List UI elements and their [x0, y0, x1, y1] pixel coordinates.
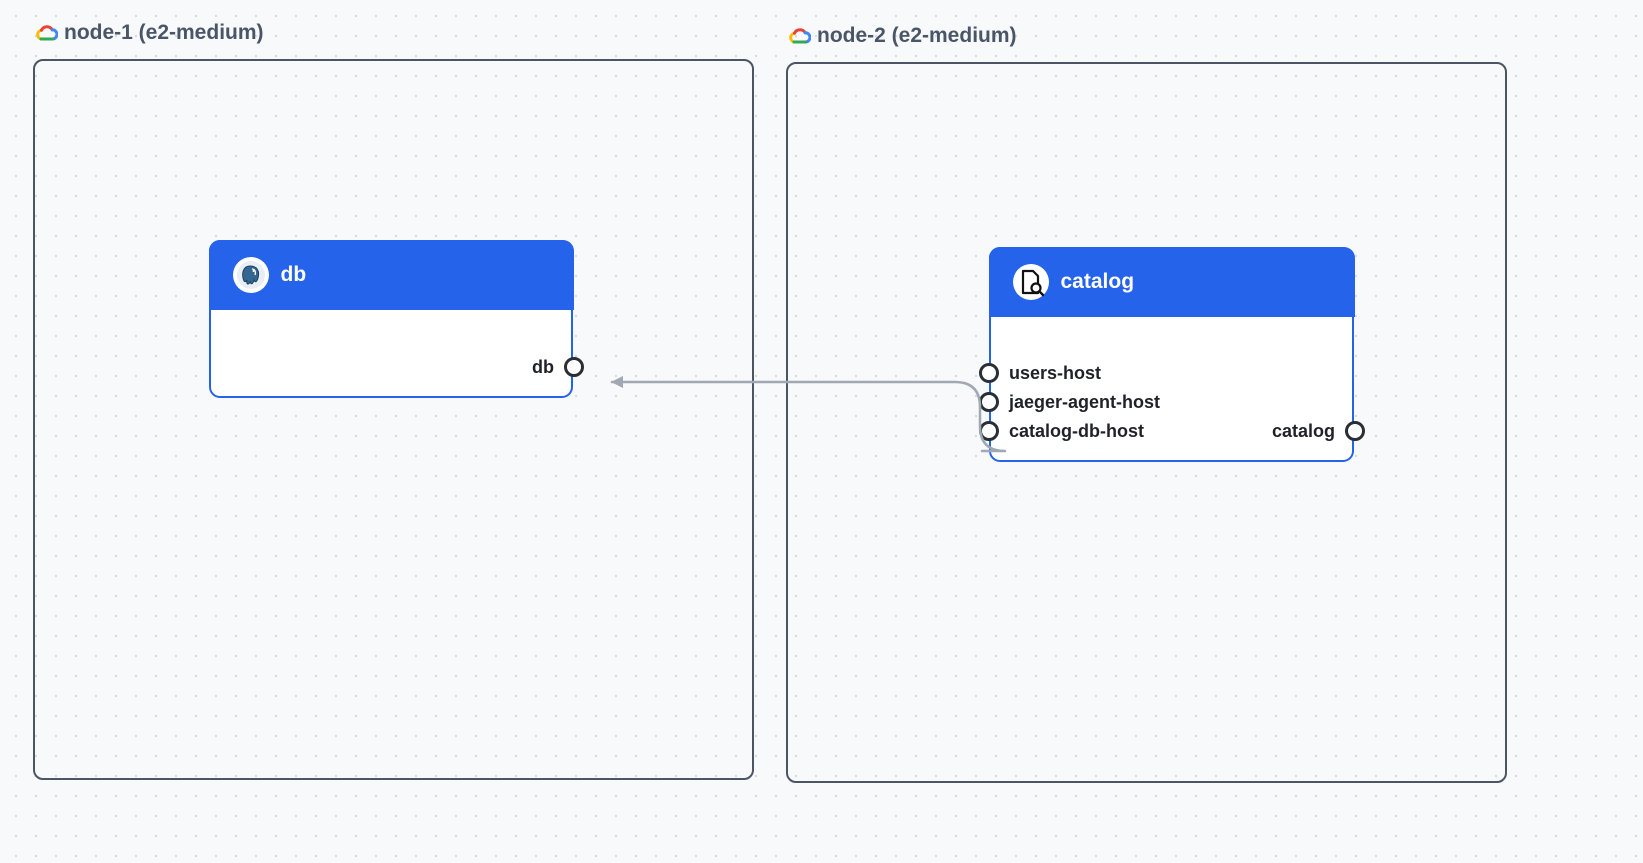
db-output-handle[interactable]: [564, 357, 584, 377]
google-cloud-icon: [36, 23, 58, 43]
catalog-output-port-label: catalog: [1271, 421, 1335, 441]
node-1-group[interactable]: [33, 59, 754, 780]
users-host-port-label: users-host: [1009, 363, 1102, 383]
postgresql-elephant-icon: [232, 256, 269, 293]
jaeger-agent-host-handle[interactable]: [979, 392, 999, 412]
catalog-output-port[interactable]: catalog: [1272, 420, 1365, 442]
users-host-input-port[interactable]: users-host: [979, 362, 1101, 384]
catalog-card-header[interactable]: catalog: [988, 246, 1355, 317]
node-1-label: node-1 (e2-medium): [36, 21, 264, 45]
catalog-db-host-port-label: catalog-db-host: [1009, 421, 1144, 441]
db-output-port-label: db: [532, 357, 554, 377]
catalog-search-icon: [1012, 263, 1049, 300]
db-service-card[interactable]: db db: [208, 239, 584, 398]
google-cloud-icon: [789, 26, 811, 46]
node-1-title: node-1 (e2-medium): [64, 21, 264, 44]
catalog-db-host-handle[interactable]: [979, 421, 999, 441]
catalog-service-card[interactable]: catalog users-host jaeger-agent-host cat…: [979, 246, 1365, 462]
node-2-label: node-2 (e2-medium): [789, 24, 1017, 48]
jaeger-agent-host-port-label: jaeger-agent-host: [1009, 392, 1161, 412]
db-output-port[interactable]: db: [532, 356, 584, 378]
catalog-db-host-input-port[interactable]: catalog-db-host: [979, 420, 1144, 442]
node-2-title: node-2 (e2-medium): [817, 24, 1017, 47]
db-card-title: db: [280, 262, 307, 286]
users-host-handle[interactable]: [979, 363, 999, 383]
catalog-card-title: catalog: [1060, 269, 1135, 293]
jaeger-agent-host-input-port[interactable]: jaeger-agent-host: [979, 391, 1160, 413]
db-card-header[interactable]: db: [208, 239, 574, 310]
catalog-output-handle[interactable]: [1345, 421, 1365, 441]
